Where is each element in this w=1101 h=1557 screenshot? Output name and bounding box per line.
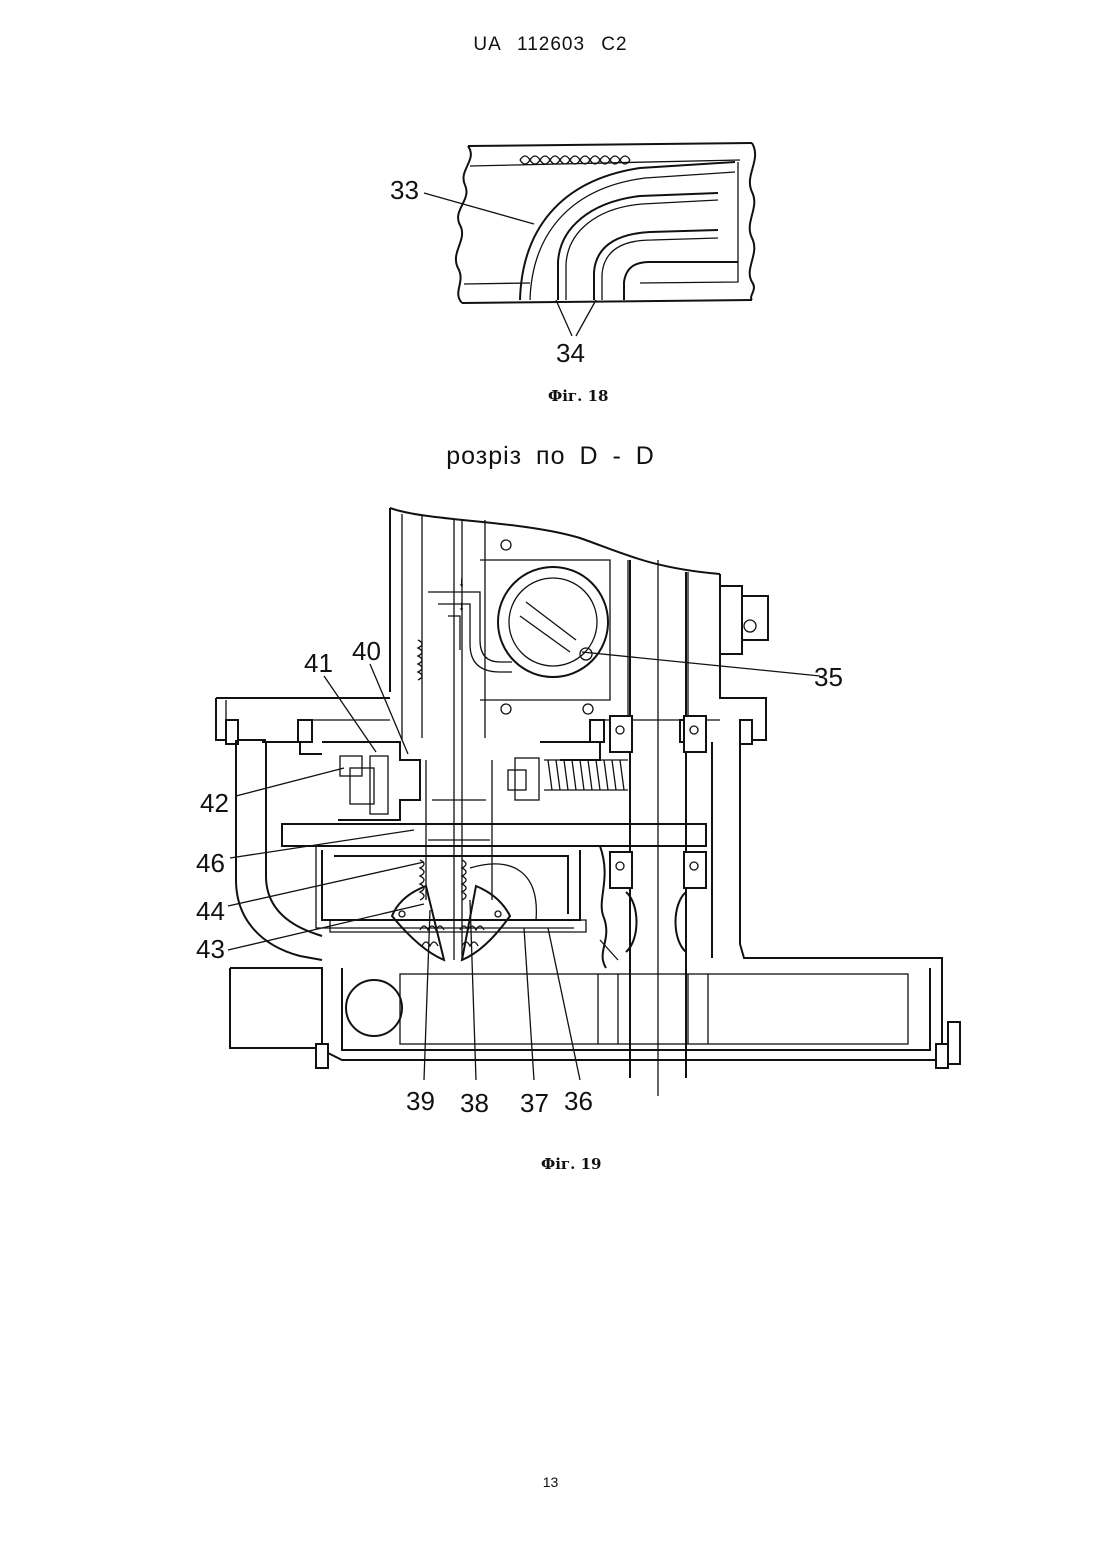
label-41: 41 [304,648,333,678]
label-35: 35 [814,662,843,692]
label-38: 38 [460,1088,489,1118]
page-number: 13 [0,1474,1101,1490]
label-43: 43 [196,934,225,964]
label-40: 40 [352,636,381,666]
label-39: 39 [406,1086,435,1116]
label-46: 46 [196,848,225,878]
label-44: 44 [196,896,225,926]
figure-19-caption: Фіг. 19 [541,1155,601,1173]
label-42: 42 [200,788,229,818]
label-36: 36 [564,1086,593,1116]
label-37: 37 [520,1088,549,1118]
